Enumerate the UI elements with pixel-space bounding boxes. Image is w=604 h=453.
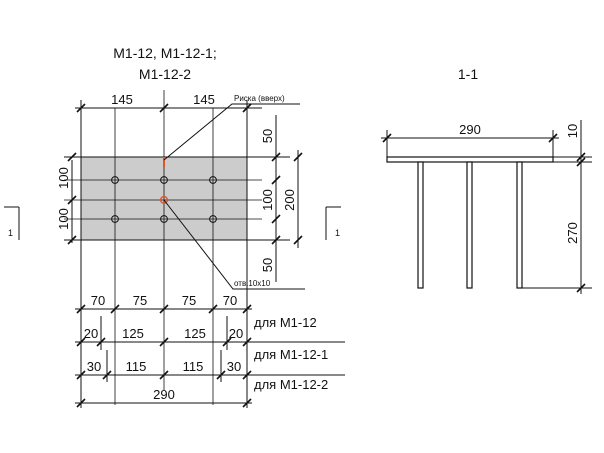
tick: [159, 103, 169, 113]
section-plate: [386, 156, 554, 163]
tick: [76, 103, 86, 113]
section-title: 1-1: [458, 66, 478, 82]
top-dim-left: 145: [111, 92, 133, 107]
hole: [111, 176, 119, 184]
tick: [159, 370, 169, 380]
tick: [576, 152, 586, 162]
tick: [208, 304, 218, 314]
dim-row-2-val-4: 20: [229, 326, 243, 341]
tick: [242, 103, 252, 113]
section-view: 1-1 290 10 270: [381, 66, 592, 294]
tick: [159, 304, 169, 314]
tick: [110, 304, 120, 314]
tick: [548, 133, 558, 143]
tick: [96, 337, 106, 347]
tick: [67, 195, 77, 205]
right-dim-mid: 100: [260, 189, 275, 211]
right-dim-top: 50: [260, 129, 275, 143]
tick: [242, 304, 252, 314]
hole: [209, 176, 217, 184]
tick: [76, 398, 86, 408]
tick: [242, 370, 252, 380]
dim-row-2-val-2: 125: [122, 326, 144, 341]
section-leg: [466, 161, 473, 289]
dim-row-3-val-1: 30: [87, 359, 101, 374]
hole: [160, 215, 168, 223]
section-leg: [516, 161, 523, 289]
section-label-left: 1: [8, 228, 13, 238]
hole: [209, 215, 217, 223]
tick: [76, 304, 86, 314]
section-leg: [417, 161, 424, 289]
section-height-dim: 270: [565, 222, 580, 244]
dim-row-3-val-3: 115: [183, 359, 204, 374]
dim-row-1-val-2: 75: [133, 293, 147, 308]
tick: [382, 133, 392, 143]
tick: [271, 214, 281, 224]
dim-row-3-label: для М1-12-1: [254, 347, 328, 362]
top-dim-right: 145: [193, 92, 215, 107]
plan-view: M1-12, M1-12-1; M1-12-2 145 145 Риска: [4, 45, 345, 408]
dim-row-1-val-3: 75: [182, 293, 196, 308]
right-dim-bottom: 50: [260, 258, 275, 272]
tick: [216, 370, 226, 380]
dim-row-4-label: для М1-12-2: [254, 377, 328, 392]
hole-marked: [159, 195, 169, 205]
dim-row-2-val-1: 20: [84, 326, 98, 341]
left-dim-upper: 100: [56, 167, 71, 189]
tick: [271, 235, 281, 245]
tick: [242, 337, 252, 347]
tick: [293, 152, 303, 162]
tick: [271, 175, 281, 185]
dim-row-3-val-2: 115: [126, 359, 147, 374]
tick: [271, 152, 281, 162]
plan-title-line2: M1-12-2: [139, 66, 191, 82]
mark-leader: [163, 103, 300, 161]
plan-title-line1: M1-12, M1-12-1;: [113, 45, 216, 61]
tick: [242, 398, 252, 408]
note-mark: Риска (вверх): [234, 94, 285, 103]
tick: [576, 157, 586, 167]
hole: [111, 215, 119, 223]
section-width-dim: 290: [459, 122, 481, 137]
hole-leader: [163, 199, 305, 290]
tick: [102, 370, 112, 380]
dim-row-1-val-4: 70: [223, 293, 237, 308]
tick: [576, 283, 586, 293]
dim-row-2-val-3: 125: [184, 326, 206, 341]
left-dim-lower: 100: [56, 208, 71, 230]
hole: [160, 176, 168, 184]
tick: [67, 152, 77, 162]
tick: [159, 337, 169, 347]
tick: [76, 337, 86, 347]
tick: [293, 235, 303, 245]
section-label-right: 1: [335, 228, 340, 238]
note-hole: отв.10х10: [234, 279, 271, 288]
tick: [222, 337, 232, 347]
dim-row-1-val-1: 70: [91, 293, 105, 308]
tick: [67, 235, 77, 245]
tick: [76, 370, 86, 380]
right-overall-dim: 200: [282, 189, 297, 211]
dim-row-3-val-4: 30: [227, 359, 241, 374]
section-thickness-dim: 10: [565, 124, 580, 138]
overall-dim: 290: [153, 387, 175, 402]
dim-row-2-label: для М1-12: [254, 315, 317, 330]
